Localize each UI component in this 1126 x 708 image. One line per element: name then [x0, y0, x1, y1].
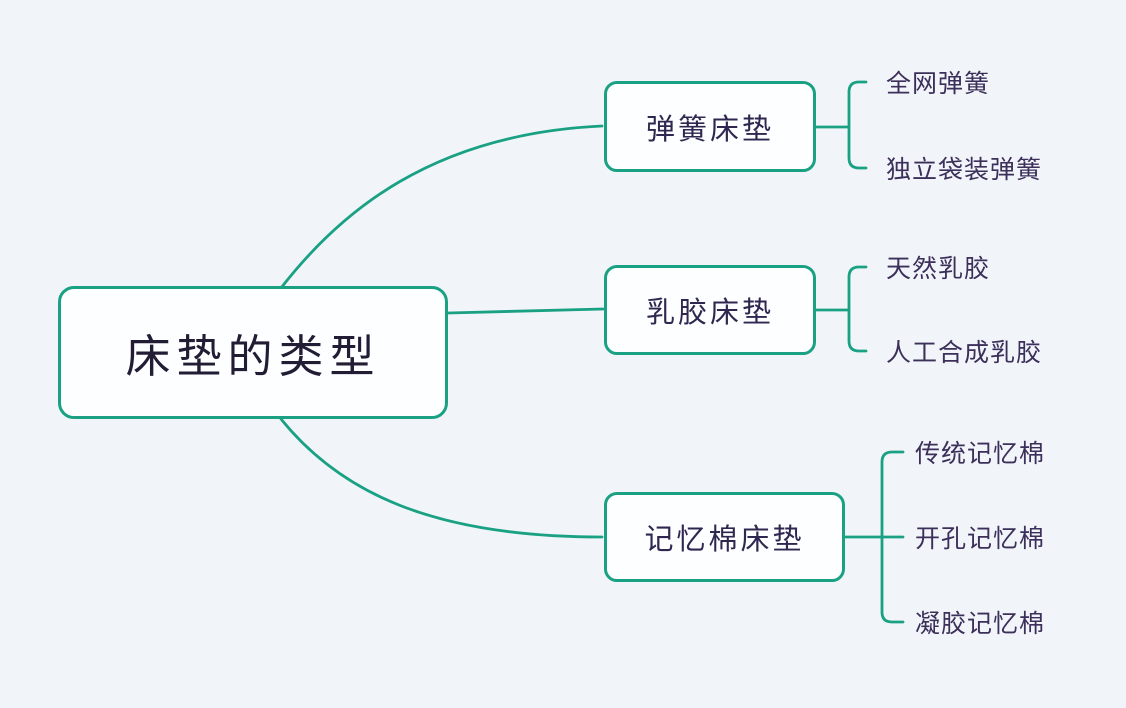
branch-node-memory-foam-mattress[interactable]: 记忆棉床垫	[604, 492, 845, 582]
leaf-node-full-net-spring[interactable]: 全网弹簧	[886, 69, 991, 98]
branch-node-latex-mattress[interactable]: 乳胶床垫	[604, 265, 816, 355]
leaf-node-pocket-spring[interactable]: 独立袋装弹簧	[886, 155, 1043, 184]
leaf-node-open-cell-memory-foam[interactable]: 开孔记忆棉	[915, 524, 1046, 553]
leaf-node-synthetic-latex[interactable]: 人工合成乳胶	[886, 338, 1043, 367]
root-node-label: 床垫的类型	[125, 330, 381, 383]
root-node-mattress-types[interactable]: 床垫的类型	[58, 286, 448, 419]
leaf-node-traditional-memory-foam[interactable]: 传统记忆棉	[915, 439, 1046, 468]
edge-root-to-branch-memory-foam	[279, 417, 604, 539]
edge-root-to-branch-spring	[279, 124, 604, 290]
bracket-branch-spring	[847, 80, 868, 170]
branch-node-label: 记忆棉床垫	[644, 522, 805, 556]
branch-node-label: 乳胶床垫	[645, 295, 774, 329]
bracket-branch-latex	[847, 265, 868, 353]
branch-node-spring-mattress[interactable]: 弹簧床垫	[604, 81, 816, 172]
bracket-branch-memory-foam	[880, 450, 905, 624]
leaf-node-gel-memory-foam[interactable]: 凝胶记忆棉	[915, 609, 1046, 638]
branch-node-label: 弹簧床垫	[645, 111, 774, 146]
edge-root-to-branch-latex	[446, 307, 605, 315]
leaf-node-natural-latex[interactable]: 天然乳胶	[886, 254, 991, 283]
